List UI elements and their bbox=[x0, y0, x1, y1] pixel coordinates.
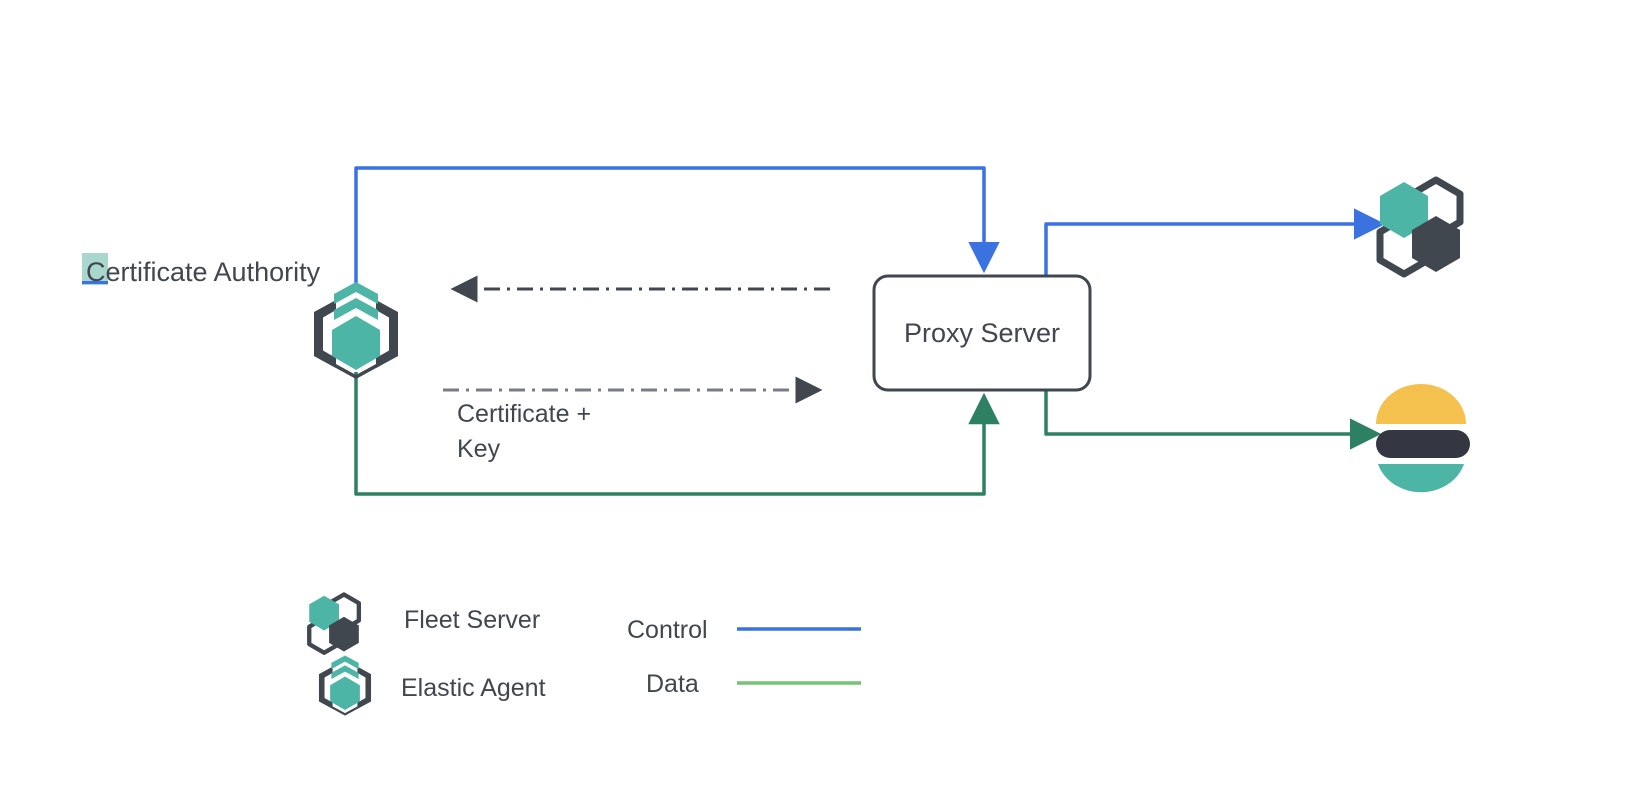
legend-label-elastic-agent: Elastic Agent bbox=[401, 674, 546, 702]
node-proxy-server[interactable]: Proxy Server bbox=[872, 274, 1092, 392]
legend-item-control: Control bbox=[627, 616, 861, 644]
text-underline bbox=[82, 281, 108, 284]
edge-ca-to-proxy-control bbox=[354, 166, 1000, 288]
legend-item-elastic-agent: Elastic Agent bbox=[318, 655, 546, 716]
legend-item-fleet-server: Fleet Server bbox=[309, 594, 540, 652]
proxy-server-label: Proxy Server bbox=[904, 318, 1060, 348]
text-highlight bbox=[82, 253, 108, 285]
certificate-authority-label: Certificate Authority bbox=[86, 257, 321, 287]
proxy-server-box bbox=[872, 274, 1092, 392]
node-elasticsearch[interactable] bbox=[1376, 384, 1470, 493]
fleet-server-icon bbox=[309, 594, 359, 652]
node-fleet-server[interactable] bbox=[1380, 180, 1460, 274]
edge-label-line-1: Certificate + bbox=[457, 400, 591, 428]
node-certificate-authority[interactable] bbox=[314, 282, 398, 379]
certificate-authority-label-group: Certificate Authority bbox=[82, 253, 321, 287]
elasticsearch-logo-icon bbox=[1376, 384, 1470, 493]
legend-label-data: Data bbox=[646, 670, 699, 698]
edge-proxy-to-fleet-control bbox=[1044, 208, 1386, 276]
legend: Fleet Server Elastic Agent Control Data bbox=[309, 594, 861, 716]
legend-label-control: Control bbox=[627, 616, 708, 644]
edge-label-line-2: Key bbox=[457, 435, 501, 463]
fleet-server-icon bbox=[1380, 180, 1460, 274]
edge-label-certificate-key: Certificate + Key bbox=[457, 400, 591, 463]
edge-ca-to-proxy-data bbox=[354, 372, 1000, 496]
edge-proxy-to-elasticsearch-data bbox=[1044, 390, 1382, 450]
elastic-agent-icon bbox=[314, 282, 398, 379]
legend-label-fleet-server: Fleet Server bbox=[404, 606, 540, 634]
legend-item-data: Data bbox=[646, 670, 861, 698]
elastic-agent-icon bbox=[318, 655, 372, 716]
